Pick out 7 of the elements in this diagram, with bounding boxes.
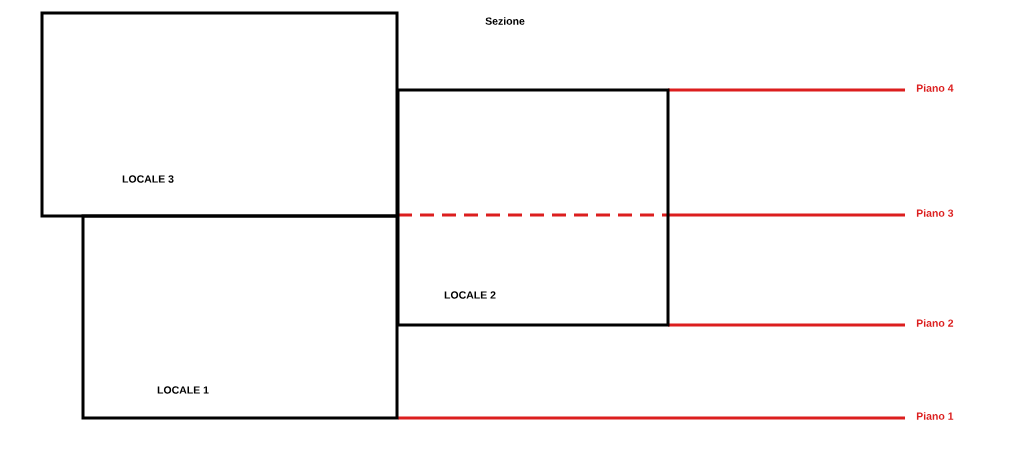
floor-level-line: Piano 2 (668, 319, 954, 327)
floor-level-line: Piano 4 (668, 84, 954, 92)
room-box: LOCALE 2 (396, 88, 670, 327)
title: Sezione (485, 17, 525, 25)
room-box: LOCALE 3 (40, 11, 399, 218)
room-box: LOCALE 1 (81, 214, 399, 420)
floor-level-line: Piano 1 (398, 412, 954, 420)
